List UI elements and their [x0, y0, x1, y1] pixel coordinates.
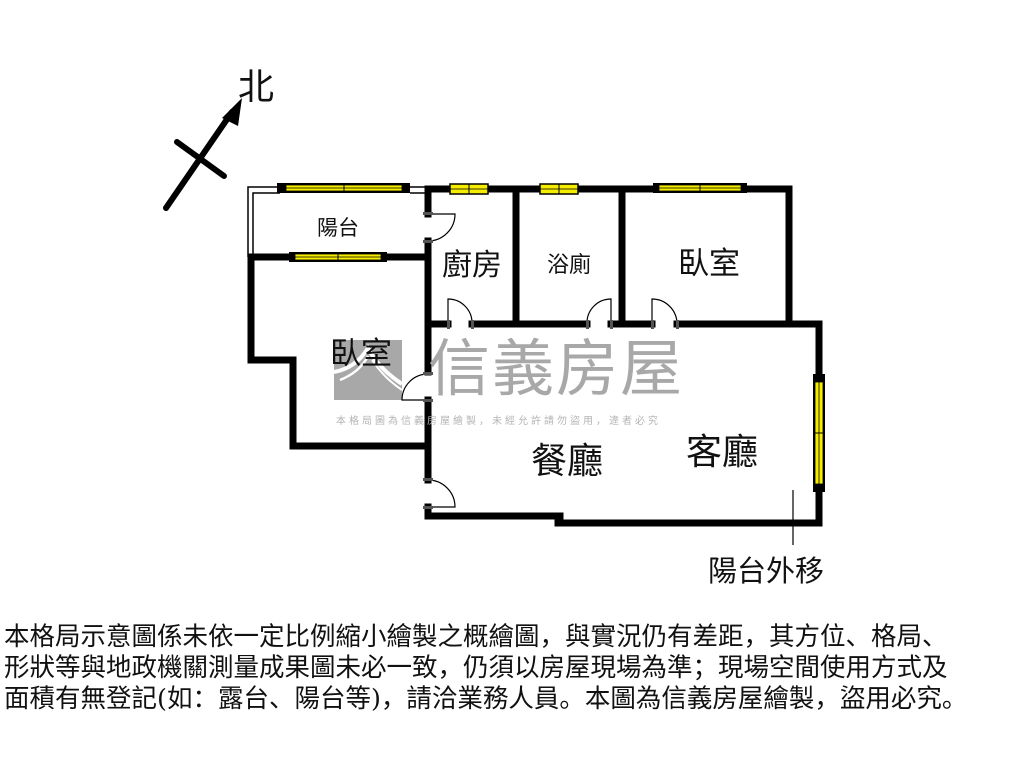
disclaimer-line: 本格局示意圖係未依一定比例縮小繪製之概繪圖，與實況仍有差距，其方位、格局、	[4, 622, 948, 652]
north-arrow-icon	[163, 98, 242, 211]
annotation-balcony-moved: 陽台外移	[708, 554, 825, 588]
watermark-logo-icon	[333, 340, 404, 400]
room-label-kitchen: 廚房	[442, 248, 502, 283]
room-label-balcony: 陽台	[317, 216, 359, 240]
room-label-bedroom-w: 臥室	[330, 336, 392, 372]
windows	[277, 183, 825, 492]
compass-north-label: 北	[238, 67, 275, 108]
disclaimer-text: 本格局示意圖係未依一定比例縮小繪製之概繪圖，與實況仍有差距，其方位、格局、 形狀…	[4, 622, 1020, 715]
room-label-bathroom: 浴廁	[547, 253, 592, 278]
disclaimer-line: 面積有無登記(如：露台、陽台等)，請洽業務人員。本圖為信義房屋繪製，盜用必究。	[4, 684, 968, 714]
watermark-title: 信義房屋	[428, 332, 685, 405]
floor-plan: 信義房屋 本格局圖為信義房屋繪製，未經允許請勿盜用，違者必究 北 陽台 廚房 浴…	[163, 67, 825, 588]
room-label-bedroom-ne: 臥室	[678, 246, 740, 282]
watermark-subtitle: 本格局圖為信義房屋繪製，未經允許請勿盜用，違者必究	[336, 416, 661, 427]
disclaimer-line: 形狀等與地政機關測量成果圖未必一致，仍須以房屋現場為準；現場空間使用方式及	[4, 653, 948, 683]
doors	[401, 212, 679, 509]
room-label-living: 客廳	[686, 432, 759, 473]
room-label-dining: 餐廳	[531, 441, 604, 482]
